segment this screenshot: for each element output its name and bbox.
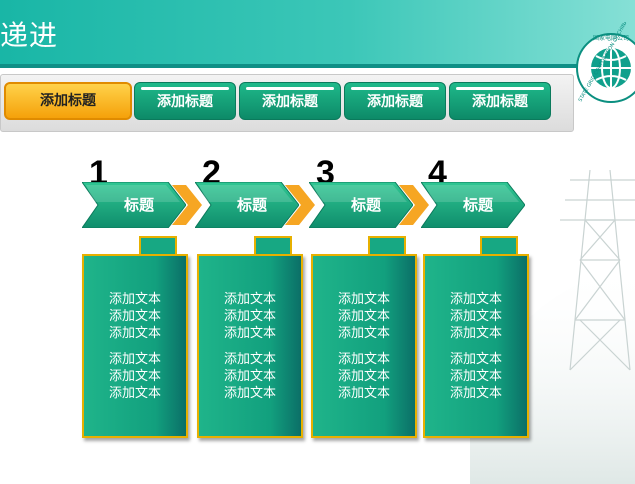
card-line: 添加文本 (337, 326, 390, 341)
card-line: 添加文本 (108, 309, 161, 324)
text-card-2: 添加文本 添加文本 添加文本 添加文本 添加文本 添加文本 (197, 254, 303, 438)
text-card-4: 添加文本 添加文本 添加文本 添加文本 添加文本 添加文本 (423, 254, 529, 438)
card-line: 添加文本 (449, 309, 502, 324)
step-title-2: 标题 (236, 196, 267, 214)
card-line: 添加文本 (337, 309, 390, 324)
tab-2[interactable]: 添加标题 (134, 82, 236, 120)
chevron-arrow-icon (399, 185, 429, 225)
card-line: 添加文本 (337, 292, 390, 307)
step-banner-4 (421, 182, 525, 228)
card-line: 添加文本 (223, 352, 276, 367)
text-card-3: 添加文本 添加文本 添加文本 添加文本 添加文本 添加文本 (311, 254, 417, 438)
header-divider (0, 64, 635, 68)
tab-5[interactable]: 添加标题 (449, 82, 551, 120)
card-tab-2 (254, 236, 292, 258)
step-banner-1 (82, 182, 186, 228)
card-line: 添加文本 (108, 369, 161, 384)
card-line: 添加文本 (337, 386, 390, 401)
card-line: 添加文本 (223, 292, 276, 307)
card-line: 添加文本 (449, 326, 502, 341)
step-title-3: 标题 (350, 196, 381, 214)
logo-text: 国家电网公司 (593, 34, 629, 42)
card-line: 添加文本 (223, 386, 276, 401)
step-title-1: 标题 (123, 196, 154, 214)
chevron-arrow-icon (172, 185, 202, 225)
card-tab-3 (368, 236, 406, 258)
state-grid-logo: 国家电网公司 STATE GRID CORPORATION OF CHINA (576, 22, 635, 103)
card-line: 添加文本 (223, 326, 276, 341)
card-line: 添加文本 (449, 386, 502, 401)
card-line: 添加文本 (223, 369, 276, 384)
card-line: 添加文本 (223, 309, 276, 324)
card-line: 添加文本 (108, 292, 161, 307)
card-line: 添加文本 (108, 352, 161, 367)
card-line: 添加文本 (108, 326, 161, 341)
text-card-1: 添加文本 添加文本 添加文本 添加文本 添加文本 添加文本 (82, 254, 188, 438)
chevron-arrow-icon (285, 185, 315, 225)
tab-4[interactable]: 添加标题 (344, 82, 446, 120)
tab-3[interactable]: 添加标题 (239, 82, 341, 120)
step-banner-3 (309, 182, 413, 228)
card-line: 添加文本 (108, 386, 161, 401)
tab-1[interactable]: 添加标题 (4, 82, 132, 120)
page-title: 递进 (0, 19, 59, 52)
header-band: 递进 (0, 0, 635, 64)
step-banner-2 (195, 182, 299, 228)
card-line: 添加文本 (449, 352, 502, 367)
card-tab-1 (139, 236, 177, 258)
card-line: 添加文本 (337, 352, 390, 367)
card-line: 添加文本 (449, 292, 502, 307)
card-tab-4 (480, 236, 518, 258)
card-line: 添加文本 (337, 369, 390, 384)
step-title-4: 标题 (462, 196, 493, 214)
card-line: 添加文本 (449, 369, 502, 384)
